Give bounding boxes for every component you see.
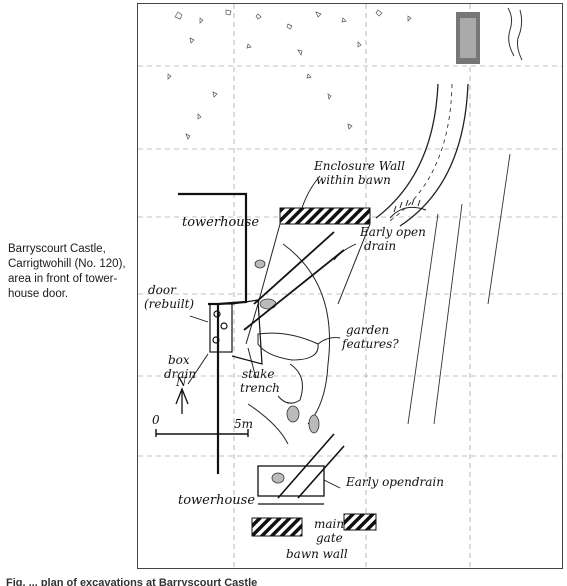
top-right-features [456, 7, 523, 64]
enclosure-wall-label-line1: Enclosure Wall [313, 159, 405, 173]
scale-five-label: 5m [234, 417, 253, 431]
stake-trench-label-line2: trench [240, 381, 280, 395]
site-plan-svg: Enclosure Wall within bawn towerhouse Ea… [138, 4, 562, 568]
main-gate-label-line2: gate [316, 531, 343, 545]
garden-features-label-line1: garden [346, 323, 389, 337]
enclosure-wall-label-line2: within bawn [316, 173, 391, 187]
door-area [209, 299, 263, 365]
early-open-drain-bottom-label: Early opendrain [345, 475, 444, 489]
label-leaders [187, 175, 357, 489]
stake-trench-label-line1: stake [242, 367, 275, 381]
garden-features-label-line2: features? [341, 337, 399, 351]
towerhouse-outline [178, 192, 248, 474]
site-plan-drawing: Enclosure Wall within bawn towerhouse Ea… [137, 3, 563, 569]
box-drain-label-line1: box [168, 353, 190, 367]
garden-feature-shapes [247, 332, 319, 445]
early-open-drain-top-line [243, 231, 345, 331]
enclosure-wall-shape [279, 207, 371, 225]
towerhouse-bottom-label: towerhouse [178, 493, 255, 508]
towerhouse-top-label: towerhouse [182, 215, 259, 230]
diagonal-band [407, 153, 511, 425]
bawn-wall-right [343, 513, 377, 531]
stone-texture [167, 9, 412, 140]
scale-bar [155, 429, 249, 437]
footer-caption-text: Fig. ... plan of excavations at Barrysco… [6, 577, 258, 586]
grid-lines [138, 4, 562, 568]
early-open-drain-top-label-line1: Early open [359, 225, 426, 239]
north-label: N [175, 375, 187, 389]
door-label-line2: (rebuilt) [144, 297, 194, 311]
footer-caption: Fig. ... plan of excavations at Barrysco… [6, 572, 561, 586]
fan-feature [389, 198, 427, 219]
north-arrow [175, 387, 189, 414]
box-drain-label-line2: drain [164, 367, 196, 381]
main-gate-label-line1: main [314, 517, 344, 531]
door-label-line1: door [148, 283, 177, 297]
bawn-wall-left [251, 517, 303, 537]
figure-caption: Barryscourt Castle, Carrigtwohill (No. 1… [8, 243, 126, 300]
bottom-towerhouse [257, 465, 325, 505]
early-open-drain-top-label-line2: drain [364, 239, 396, 253]
bawn-wall-label: bawn wall [286, 547, 348, 561]
scale-zero-label: 0 [152, 413, 160, 427]
curved-path [375, 83, 469, 227]
